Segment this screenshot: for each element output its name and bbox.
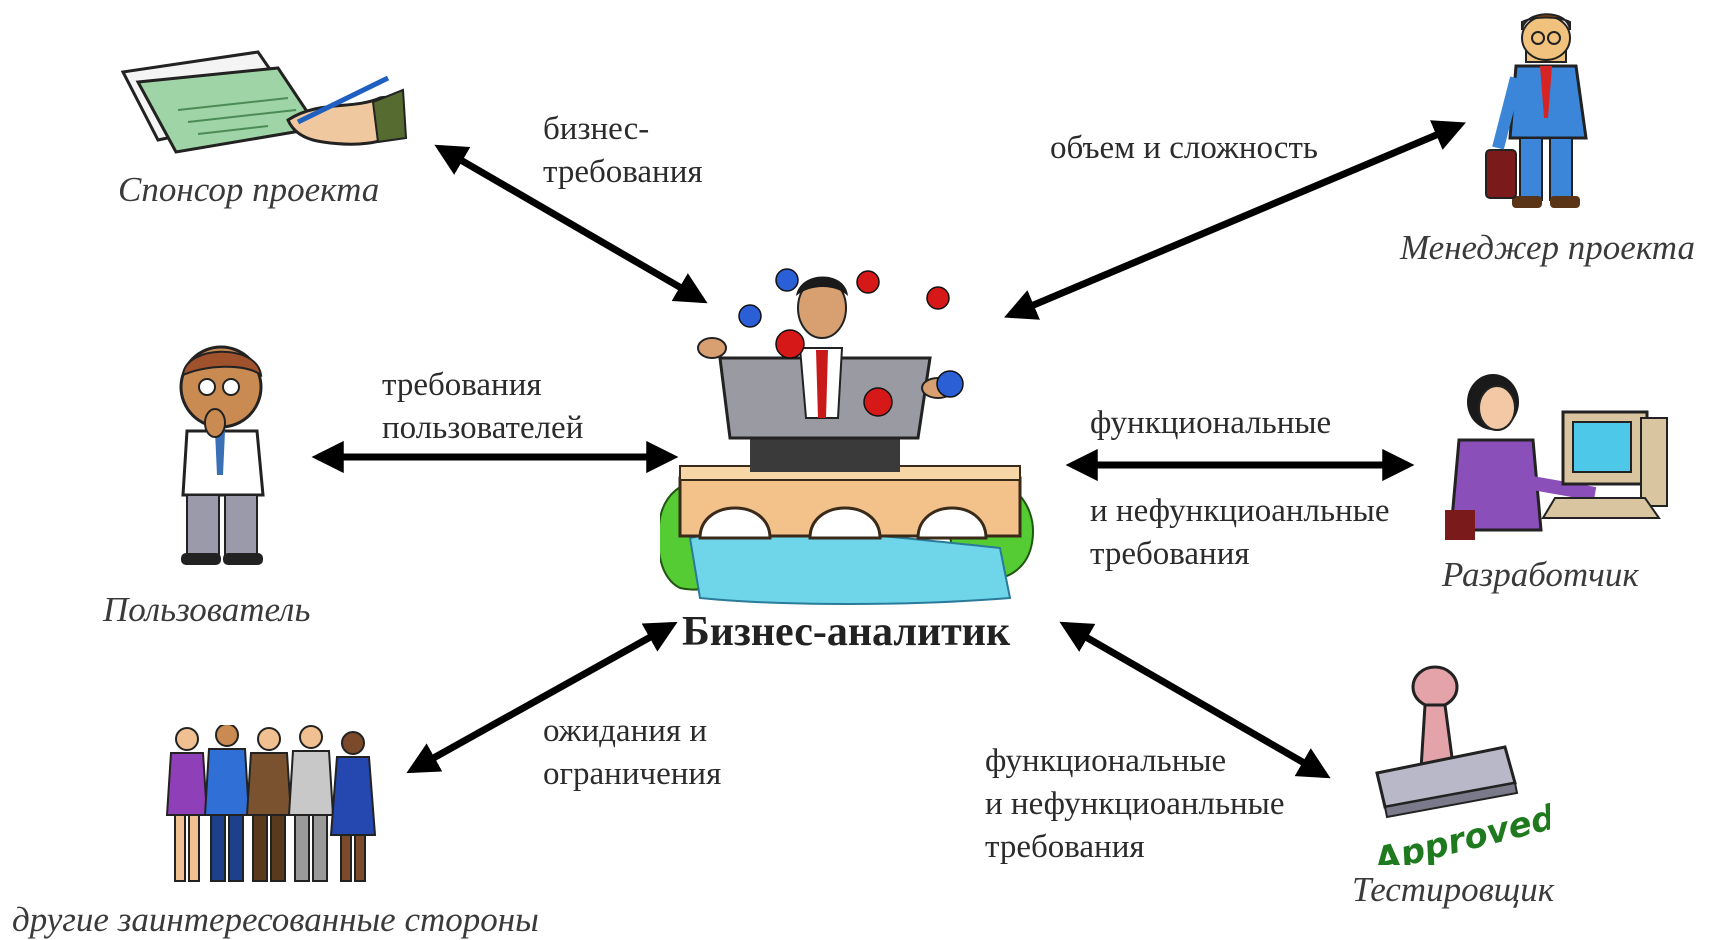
role-user-label: Пользователь	[103, 590, 311, 629]
edge-label-manager: объем и сложность	[1050, 127, 1318, 170]
manager-with-briefcase-icon	[1485, 13, 1588, 208]
group-of-people-icon	[165, 725, 377, 882]
edge-label-stakeholders: ожидания и ограничения	[543, 710, 721, 796]
edge-label-line: требования	[1090, 536, 1250, 572]
edge-label-line: требования	[382, 367, 542, 403]
edge-label-developer-top: функциональные	[1090, 402, 1331, 445]
edge-label-line: объем и сложность	[1050, 130, 1318, 166]
arrow-sponsor	[434, 144, 708, 304]
edge-label-user: требования пользователей	[382, 364, 583, 450]
role-manager-label: Менеджер проекта	[1400, 228, 1695, 267]
arrow-stakeholders	[406, 621, 678, 774]
edge-label-line: функциональные	[985, 743, 1227, 779]
developer-at-computer-icon	[1445, 374, 1668, 540]
edge-label-developer-bottom: и нефункциоанльные требования	[1090, 490, 1390, 576]
check-signing-icon	[120, 50, 408, 154]
arrow-manager	[1004, 120, 1466, 320]
edge-label-line: пользователей	[382, 410, 584, 446]
arrow-tester	[1059, 621, 1331, 779]
edge-label-sponsor: бизнес- требования	[543, 108, 703, 194]
edge-label-line: требования	[543, 154, 703, 190]
edge-label-line: бизнес-	[543, 111, 650, 147]
edge-label-line: требования	[985, 829, 1145, 865]
juggling-analyst-icon	[660, 268, 1035, 605]
role-developer-label: Разработчик	[1442, 555, 1639, 594]
role-stakeholders-label: другие заинтересованные стороны	[12, 900, 539, 939]
edge-label-tester: функциональные и нефункциоанльные требов…	[985, 740, 1285, 869]
approved-stamp-icon: Approved	[1368, 665, 1550, 865]
edge-label-line: функциональные	[1090, 405, 1332, 441]
role-sponsor-label: Спонсор проекта	[118, 170, 380, 209]
role-tester-label: Тестировщик	[1352, 870, 1555, 909]
edge-label-line: и нефункциоанльные	[1090, 493, 1390, 529]
thinking-user-icon	[179, 345, 265, 565]
edge-label-line: ожидания и	[543, 713, 707, 749]
center-title: Бизнес-аналитик	[682, 609, 1011, 655]
edge-label-line: ограничения	[543, 756, 722, 792]
edge-label-line: и нефункциоанльные	[985, 786, 1285, 822]
